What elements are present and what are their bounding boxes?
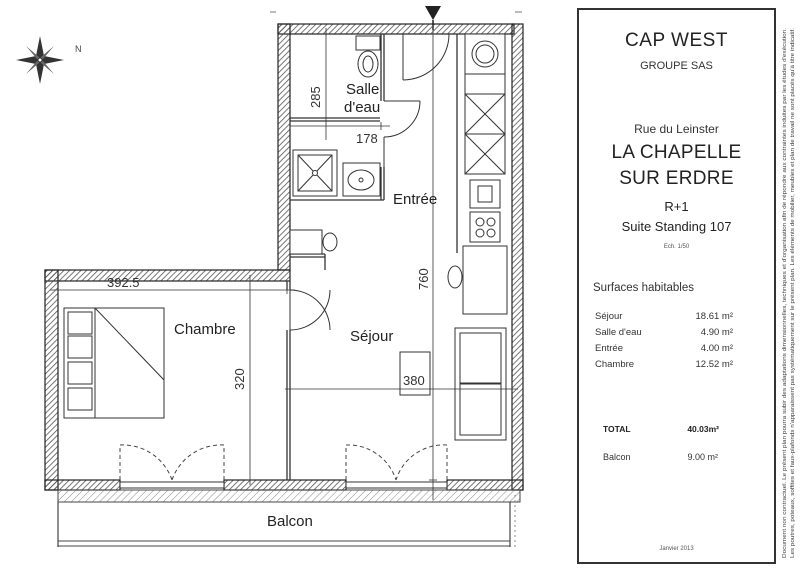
kitchen-units (447, 33, 508, 315)
dimension-760: 760 (416, 268, 431, 290)
disclaimer-line-1: Document non contractuel. Le présent pla… (782, 27, 788, 558)
dimension-178: 178 (356, 131, 378, 146)
total-label: TOTAL (603, 424, 631, 434)
compass-north-label: N (75, 44, 82, 54)
drawing-scale: Ech. 1/50 (663, 244, 690, 250)
company-group: GROUPE SAS (640, 60, 713, 72)
room-label-salle-deau-2: d'eau (344, 99, 380, 116)
interior-walls (286, 34, 458, 480)
surface-row: Entrée 4.00 m² (595, 343, 733, 354)
window-frames (119, 481, 448, 489)
surface-name: Chambre (595, 359, 635, 370)
surface-row: Chambre 12.52 m² (595, 359, 733, 370)
title-block: CAP WEST GROUPE SAS Rue du Leinster LA C… (577, 8, 776, 564)
surface-value: 12.52 m² (695, 359, 734, 370)
room-label-chambre: Chambre (174, 321, 236, 338)
compass-rose-icon (16, 36, 64, 84)
washbasin-fixture (342, 162, 381, 197)
balcony-slab (57, 489, 521, 547)
surface-name: Salle d'eau (595, 327, 642, 338)
dimension-285: 285 (308, 86, 323, 108)
dimension-lines (50, 28, 518, 500)
shower-fixture (292, 149, 338, 197)
disclaimer-line-2: Les poutres, poteaux, soffites et faux-p… (790, 28, 796, 558)
floor-plan: N Balcon (16, 6, 524, 547)
disclaimer-text: Document non contractuel. Le présent pla… (782, 27, 796, 558)
surface-value: 4.90 m² (700, 327, 733, 338)
toilet-fixture (355, 35, 381, 78)
sofa-furniture (399, 327, 507, 441)
room-label-balcon: Balcon (267, 513, 313, 530)
surface-value: 4.00 m² (700, 343, 733, 354)
city-line-1: LA CHAPELLE (611, 142, 742, 163)
floor-level: R+1 (664, 199, 689, 214)
surface-name: Séjour (595, 311, 623, 322)
room-label-sejour: Séjour (350, 328, 393, 345)
city-line-2: SUR ERDRE (619, 168, 734, 189)
dimension-320: 320 (232, 368, 247, 390)
entree-stool (289, 229, 338, 255)
surface-value: 18.61 m² (695, 311, 734, 322)
balcon-label: Balcon (603, 452, 631, 462)
surface-row: Salle d'eau 4.90 m² (595, 327, 733, 338)
balcon-row: Balcon 9.00 m² (603, 452, 718, 462)
door-swings (289, 33, 450, 331)
exterior-walls (44, 23, 524, 491)
bed-furniture (63, 307, 165, 419)
room-label-entree: Entrée (393, 191, 437, 208)
unit-name: Suite Standing 107 (621, 219, 732, 234)
dimension-380: 380 (403, 373, 425, 388)
surface-name: Entrée (595, 343, 623, 354)
street-address: Rue du Leinster (634, 122, 719, 136)
dimension-392-5: 392.5 (107, 275, 140, 290)
drawing-date: Janvier 2013 (659, 546, 694, 552)
total-value: 40.03m² (687, 424, 719, 434)
balcon-value: 9.00 m² (687, 452, 718, 462)
surface-row: Séjour 18.61 m² (595, 311, 733, 322)
surface-total-row: TOTAL 40.03m² (603, 424, 719, 434)
surfaces-title: Surfaces habitables (593, 282, 695, 294)
window-swings (119, 444, 448, 481)
section-marker-icon (425, 6, 441, 20)
company-name: CAP WEST (625, 30, 728, 51)
room-label-salle-deau: Salle (346, 81, 379, 98)
